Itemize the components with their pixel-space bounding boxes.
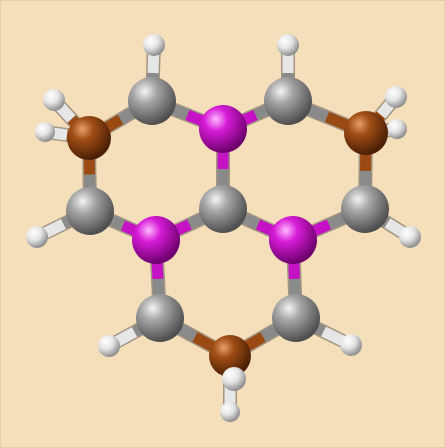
- atom-b-right: [344, 111, 388, 155]
- atom-h-right-upper: [385, 86, 407, 108]
- atom-h-top-left: [143, 34, 165, 56]
- atom-h-top-right: [277, 34, 299, 56]
- atom-h-bottom-left: [98, 335, 120, 357]
- atom-h-right-back: [387, 119, 407, 139]
- atom-h-left-upper: [43, 89, 65, 111]
- atom-h-bottom-right: [340, 334, 362, 356]
- atom-c-top-left: [128, 77, 176, 125]
- atom-c-left: [66, 187, 114, 235]
- atom-n-right: [269, 216, 317, 264]
- atom-h-right-lower: [399, 226, 421, 248]
- atom-c-bottom-right: [272, 294, 320, 342]
- atom-c-right: [341, 185, 389, 233]
- atom-h-left-back: [35, 122, 55, 142]
- atom-h-left-lower: [26, 226, 48, 248]
- atom-n-top: [199, 105, 247, 153]
- atom-c-center: [199, 185, 247, 233]
- atom-c-top-right: [264, 77, 312, 125]
- atom-h-bottom-front: [222, 367, 246, 391]
- atom-h-bottom-back: [220, 402, 240, 422]
- atom-n-left: [132, 216, 180, 264]
- atom-layer: [26, 34, 421, 422]
- atom-b-bottom: [209, 335, 251, 377]
- atom-b-left: [67, 116, 111, 160]
- atom-c-bottom-left: [136, 294, 184, 342]
